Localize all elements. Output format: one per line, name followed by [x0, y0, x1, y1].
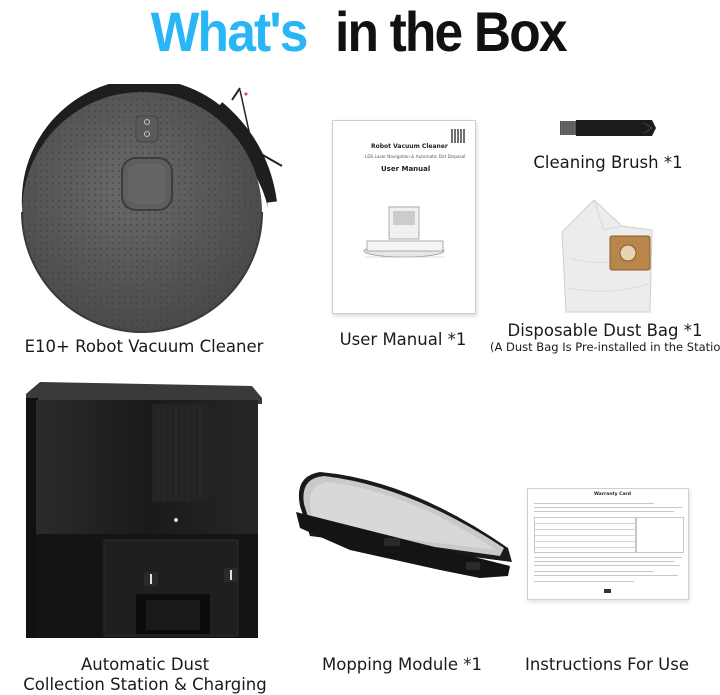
title-accent-text: What's	[150, 0, 309, 63]
warranty-card-title: Warranty Card	[594, 492, 631, 497]
manual-subheading: LDS Laser Navigation & Automatic Dirt Di…	[365, 154, 466, 159]
cleaning-brush-label: Cleaning Brush *1	[533, 153, 683, 172]
user-manual-label: User Manual *1	[339, 330, 467, 349]
dust-bag-image	[561, 199, 653, 313]
user-manual-image: Robot Vacuum Cleaner LDS Laser Navigatio…	[332, 120, 476, 314]
mopping-module-label: Mopping Module *1	[321, 655, 483, 674]
charging-station-image	[26, 382, 262, 638]
dust-bag-label: Disposable Dust Bag *1	[507, 321, 703, 340]
robot-vacuum-image	[21, 84, 283, 333]
instructions-card-image: Warranty Card	[527, 488, 689, 600]
station-label-line2: Collection Station & Charging	[23, 675, 267, 694]
station-label-line1: Automatic Dust	[80, 655, 210, 674]
instructions-label: Instructions For Use	[524, 655, 689, 674]
dust-bag-note: (A Dust Bag Is Pre-installed in the Stat…	[490, 340, 720, 354]
qr-code-icon	[451, 129, 465, 143]
manual-station-illustration	[363, 206, 445, 258]
manual-heading: Robot Vacuum Cleaner	[371, 143, 448, 150]
mopping-module-image	[296, 472, 512, 578]
cleaning-brush-image	[560, 120, 656, 136]
robot-vacuum-label: E10+ Robot Vacuum Cleaner	[24, 337, 264, 356]
title-main-text: in the Box	[335, 0, 567, 63]
manual-title: User Manual	[381, 165, 431, 173]
page-title: What's in the Box	[0, 2, 720, 62]
